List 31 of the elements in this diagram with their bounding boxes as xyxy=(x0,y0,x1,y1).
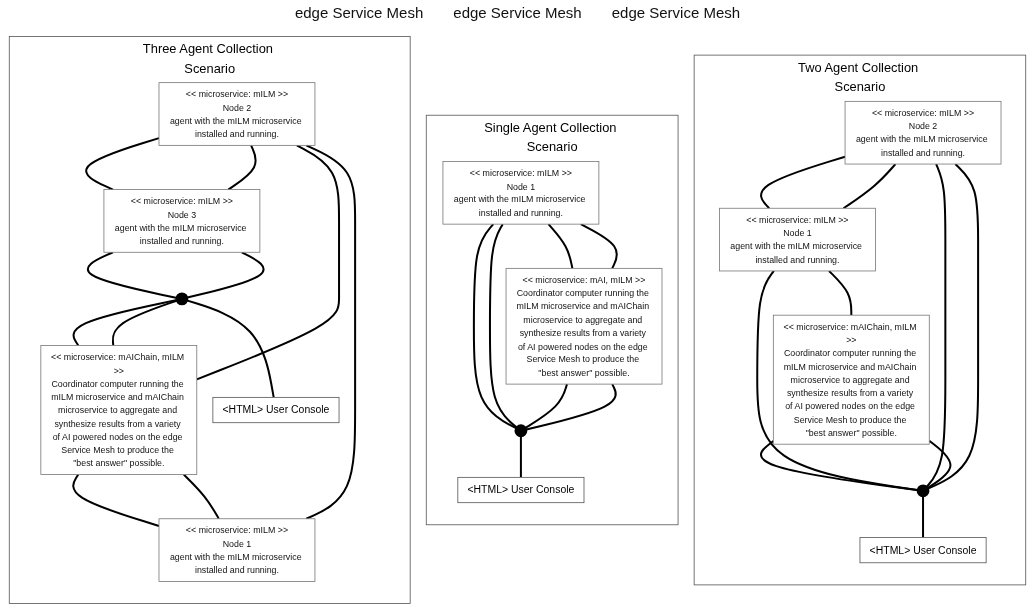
connector xyxy=(196,144,341,381)
node-box: << microservice: mILM >> Node 3 agent with the mILM microservice installed and running. xyxy=(103,189,261,253)
node-box: << microservice: mILM >> Node 1 agent with the mILM microservice installed and running. xyxy=(719,207,876,272)
connector xyxy=(72,474,160,527)
node-box: << microservice: mILM >> Node 2 agent with the mILM microservice installed and running. xyxy=(844,100,1002,165)
connector xyxy=(828,270,853,316)
node-box: << microservice: mAIChain, mILM >> Coordinator computer running the mILM microservice and mAIChain microservice to aggregate and synthesize results from a variety of AI powered nodes on the edge Service Mesh to produce the "best answer" possible. xyxy=(40,345,198,475)
mesh-label: edge Service Mesh xyxy=(294,4,424,23)
connector xyxy=(523,383,617,432)
node-box: << microservice: mILM >> Node 1 agent with the mILM microservice installed and running. xyxy=(442,161,600,225)
mesh-label: edge Service Mesh xyxy=(611,4,741,23)
node-box: <HTML> User Console xyxy=(859,537,987,564)
node-box: << microservice: mILM >> Node 2 agent with the mILM microservice installed and running. xyxy=(158,82,316,146)
node-circle xyxy=(514,424,528,438)
connector xyxy=(547,223,574,269)
node-circle xyxy=(916,484,930,498)
connector xyxy=(580,223,618,269)
connector xyxy=(85,137,160,191)
node-circle xyxy=(175,292,189,306)
mesh-label: edge Service Mesh xyxy=(453,4,582,23)
connector xyxy=(760,155,846,209)
node-box: << microservice: mAIChain, mILM >> Coordinator computer running the mILM microservice and mAIChain microservice to aggregate and synthesize results from a variety of AI powered nodes on the edge Service Mesh to produce the "best answer" possible. xyxy=(772,314,930,445)
connector xyxy=(305,144,357,520)
node-box: <HTML> User Console xyxy=(212,396,340,424)
connector xyxy=(183,473,220,520)
connector xyxy=(842,163,897,210)
node-box: <HTML> User Console xyxy=(457,476,585,504)
node-box: << microservice: mAI, mILM >> Coordinator computer running the mILM microservice and mAIChain microservice to aggregate and synthesize results from a variety of AI powered nodes on the edge Service Mesh to produce the "best answer" possible. xyxy=(505,267,663,385)
node-box: << microservice: mILM >> Node 1 agent with the mILM microservice installed and running. xyxy=(158,518,316,582)
connector xyxy=(227,144,257,191)
connector xyxy=(924,163,980,491)
